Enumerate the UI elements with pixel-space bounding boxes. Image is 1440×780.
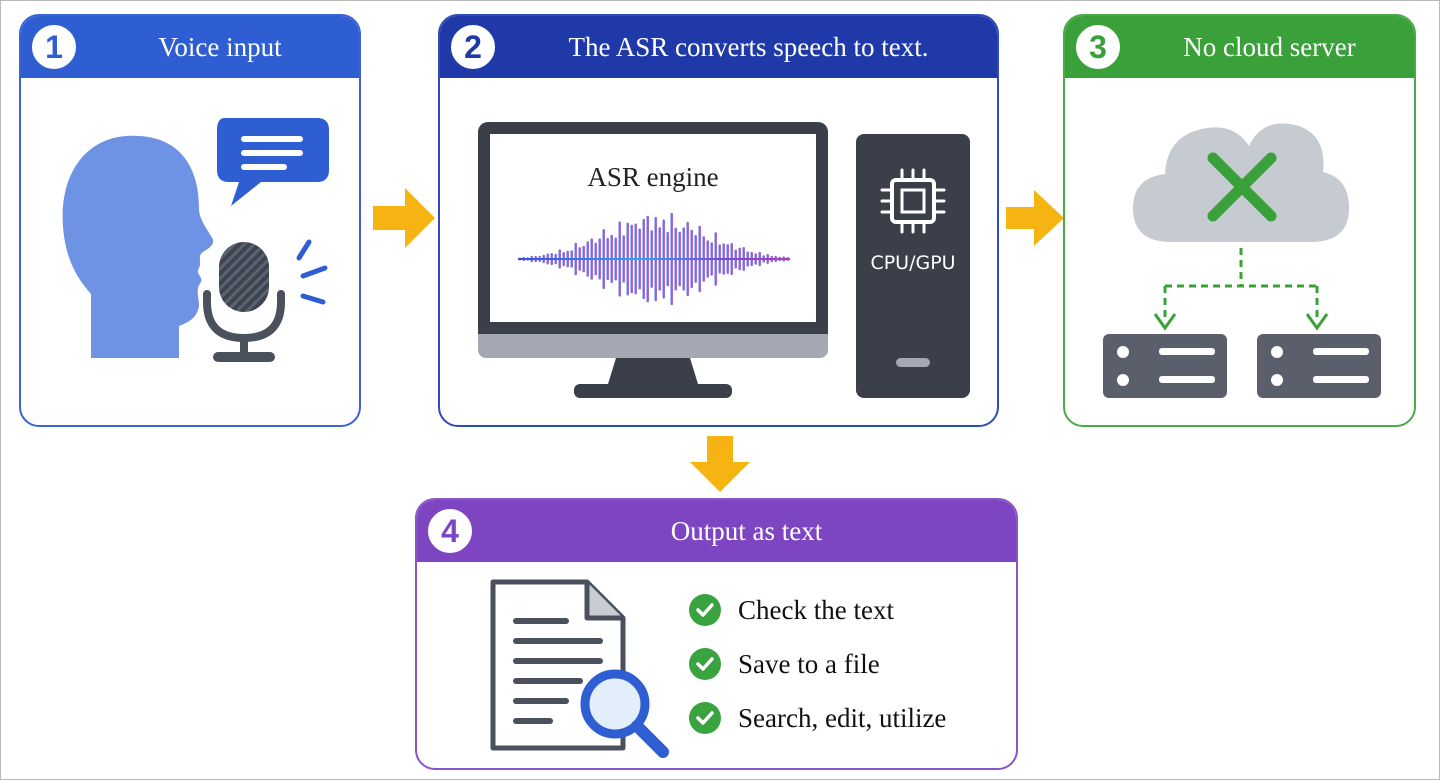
speech-bubble-icon: [217, 118, 329, 206]
server-icon: [1257, 334, 1381, 398]
step-3-title: No cloud server: [1183, 31, 1356, 62]
monitor-screen: ASR engine: [490, 134, 816, 322]
step-2-header: 2 The ASR converts speech to text.: [440, 16, 997, 78]
list-item: Check the text: [689, 590, 894, 630]
cpu-chip-icon: [880, 168, 946, 234]
microphone-icon: [203, 239, 328, 362]
monitor-chin: [478, 334, 828, 358]
arrow-right-icon: [373, 188, 435, 248]
computer-tower: CPU/GPU: [856, 134, 970, 398]
step-3-badge: 3: [1073, 22, 1123, 72]
step-4-title: Output as text: [670, 515, 823, 546]
step-1-title: Voice input: [158, 31, 282, 62]
action-label: Search, edit, utilize: [738, 702, 947, 733]
step-1-badge: 1: [29, 22, 79, 72]
cross-icon: [1207, 152, 1277, 222]
action-label: Save to a file: [738, 648, 880, 679]
cpu-gpu-label: CPU/GPU: [870, 252, 956, 274]
audio-waveform-icon: [518, 212, 790, 306]
step-2-panel: 2 The ASR converts speech to text. ASR e…: [438, 14, 999, 427]
dashed-connector-icon: [1153, 248, 1329, 331]
check-icon: [689, 702, 721, 734]
step-1-panel: 1 Voice input: [19, 14, 361, 427]
step-1-header: 1 Voice input: [21, 16, 359, 78]
step-3-header: 3 No cloud server: [1065, 16, 1414, 78]
arrow-down-icon: [690, 436, 750, 492]
step-4-badge: 4: [425, 506, 475, 556]
step-2-title: The ASR converts speech to text.: [568, 31, 929, 62]
server-icon: [1103, 334, 1227, 398]
output-actions-list: Check the text Save to a file Search, ed…: [689, 590, 1009, 750]
person-head-icon: [62, 135, 214, 358]
magnifier-icon: [580, 669, 669, 758]
list-item: Search, edit, utilize: [689, 698, 946, 738]
tower-power-slot: [896, 358, 930, 367]
waveform-baseline: [518, 258, 790, 260]
step-3-panel: 3 No cloud server: [1063, 14, 1416, 427]
action-label: Check the text: [738, 594, 894, 625]
step-4-panel: 4 Output as text Check the text: [415, 498, 1018, 770]
step-2-badge: 2: [448, 22, 498, 72]
monitor-stand: [574, 358, 732, 398]
step-4-header: 4 Output as text: [417, 500, 1016, 562]
asr-engine-label: ASR engine: [587, 162, 719, 192]
arrow-right-icon: [1006, 190, 1064, 246]
monitor: ASR engine: [478, 122, 828, 362]
check-icon: [689, 648, 721, 680]
list-item: Save to a file: [689, 644, 880, 684]
check-icon: [689, 594, 721, 626]
